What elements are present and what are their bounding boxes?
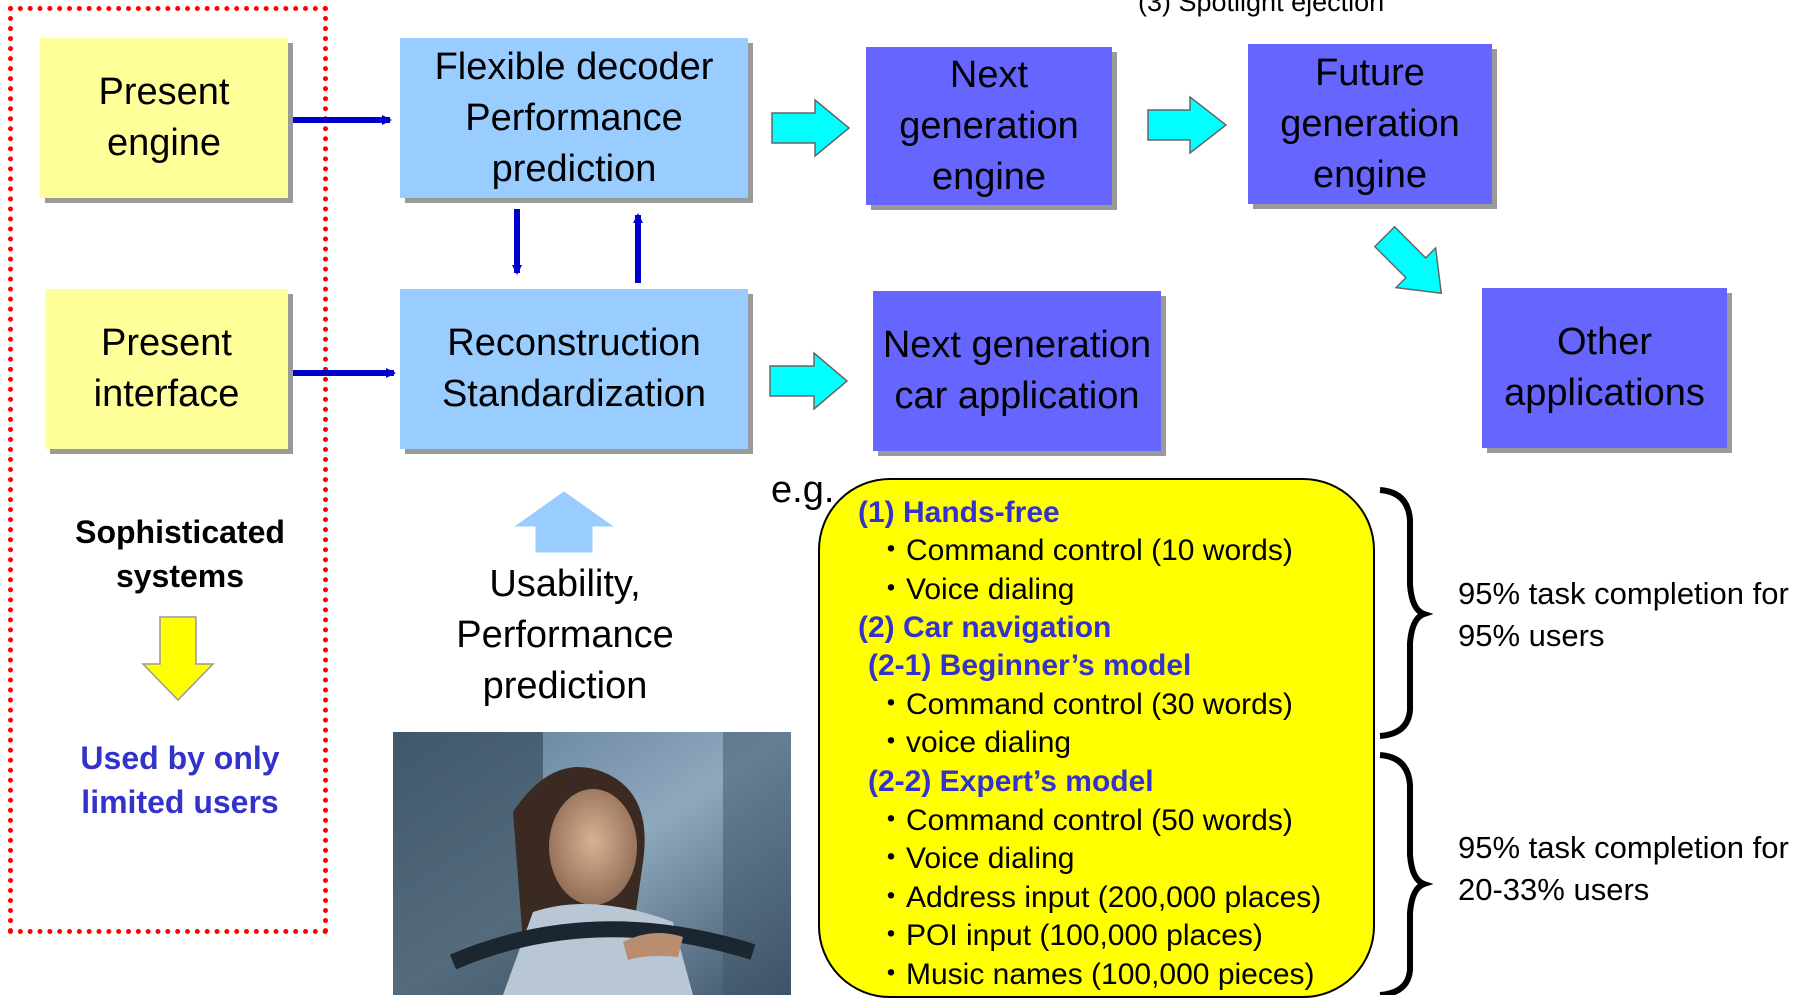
sidebar-down-arrow xyxy=(141,616,215,702)
reconstruction-label: Reconstruction Standardization xyxy=(441,322,707,415)
present-engine-box: Present engine xyxy=(40,38,288,198)
example-item: ・POI input (100,000 places) xyxy=(876,919,1263,952)
example-item: ・Address input (200,000 places) xyxy=(876,881,1322,914)
present-engine-label: Present engine xyxy=(98,71,230,164)
future-engine-to-other-arrow xyxy=(1373,225,1443,295)
present-interface-box: Present interface xyxy=(45,289,288,449)
flexible-decoder-label: Flexible decoder Performance prediction xyxy=(434,45,714,190)
next-generation-engine-box: Next generation engine xyxy=(866,47,1112,205)
example-heading: (2-1) Beginner’s model xyxy=(868,649,1192,682)
future-generation-engine-label: Future generation engine xyxy=(1280,51,1460,196)
example-heading: (1) Hands-free xyxy=(858,496,1060,529)
reconstruction-to-car-app-arrow xyxy=(769,351,849,411)
usability-label: Usability, Performance prediction xyxy=(456,563,674,707)
flexible-decoder-box: Flexible decoder Performance prediction xyxy=(400,38,748,198)
next-generation-car-application-box: Next generation car application xyxy=(873,291,1161,451)
reconstruction-box: Reconstruction Standardization xyxy=(400,289,748,449)
future-generation-engine-box: Future generation engine xyxy=(1248,44,1492,204)
next-generation-car-application-label: Next generation car application xyxy=(882,324,1152,417)
header-caption: (3) Spotlight ejection xyxy=(1138,0,1385,17)
example-item: ・Command control (10 words) xyxy=(876,534,1293,567)
upper-brace xyxy=(1379,487,1434,739)
example-item: ・Voice dialing xyxy=(876,573,1075,606)
limited-users-label: Used by only limited users xyxy=(80,740,280,820)
driver-photo xyxy=(393,732,791,995)
example-heading: (2-2) Expert’s model xyxy=(868,765,1154,798)
usability-up-arrow xyxy=(514,491,614,553)
other-applications-label: Other applications xyxy=(1504,321,1705,414)
lower-brace xyxy=(1379,752,1434,995)
example-item: ・Command control (50 words) xyxy=(876,804,1293,837)
note-lower: 95% task completion for 20-33% users xyxy=(1458,830,1789,907)
present-interface-label: Present interface xyxy=(93,322,240,415)
legacy-systems-region xyxy=(8,6,328,934)
next-engine-to-future-engine-arrow xyxy=(1147,95,1228,155)
example-item: ・voice dialing xyxy=(876,726,1072,759)
example-heading: (2) Car navigation xyxy=(858,611,1112,644)
next-generation-engine-label: Next generation engine xyxy=(899,53,1079,198)
example-item: ・Music names (100,000 pieces) xyxy=(876,958,1315,991)
example-prefix: e.g. xyxy=(771,469,835,511)
other-applications-box: Other applications xyxy=(1482,288,1727,448)
note-upper: 95% task completion for 95% users xyxy=(1458,576,1789,653)
example-item: ・Voice dialing xyxy=(876,842,1075,875)
decoder-to-next-engine-arrow xyxy=(771,98,851,158)
sophisticated-systems-label: Sophisticated systems xyxy=(75,514,285,594)
example-item: ・Command control (30 words) xyxy=(876,688,1293,721)
example-callout xyxy=(818,478,1375,998)
